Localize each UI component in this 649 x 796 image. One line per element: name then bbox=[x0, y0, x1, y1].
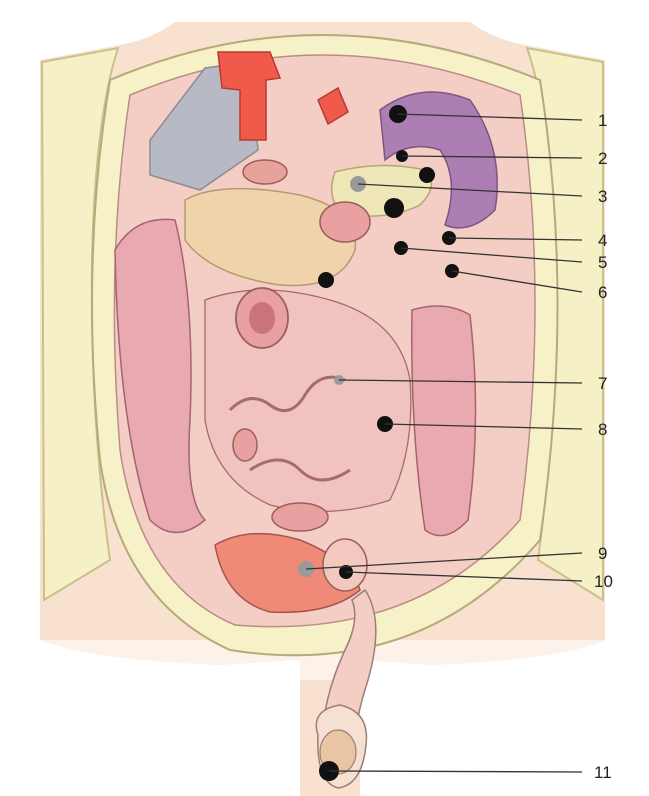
label-3: 3 bbox=[598, 187, 607, 206]
vessel-cut-top bbox=[243, 160, 287, 184]
sigmoid-cut bbox=[272, 503, 328, 531]
label-6: 6 bbox=[598, 283, 607, 302]
label-8: 8 bbox=[598, 420, 607, 439]
ileum-cut bbox=[233, 429, 257, 461]
jejunum-lumen bbox=[249, 302, 275, 334]
label-4: 4 bbox=[598, 231, 607, 250]
marker-3a bbox=[419, 167, 435, 183]
marker-3c bbox=[384, 198, 404, 218]
label-5: 5 bbox=[598, 253, 607, 272]
label-11: 11 bbox=[594, 763, 612, 782]
leader-11 bbox=[329, 771, 582, 772]
label-1: 1 bbox=[598, 111, 607, 130]
uterus-or-rectum bbox=[323, 539, 367, 591]
label-2: 2 bbox=[598, 149, 607, 168]
label-7: 7 bbox=[598, 374, 607, 393]
label-10: 10 bbox=[594, 572, 613, 591]
duodenum-cut bbox=[320, 202, 370, 242]
marker-6b bbox=[318, 272, 334, 288]
descending-colon bbox=[412, 306, 476, 536]
label-9: 9 bbox=[598, 544, 607, 563]
